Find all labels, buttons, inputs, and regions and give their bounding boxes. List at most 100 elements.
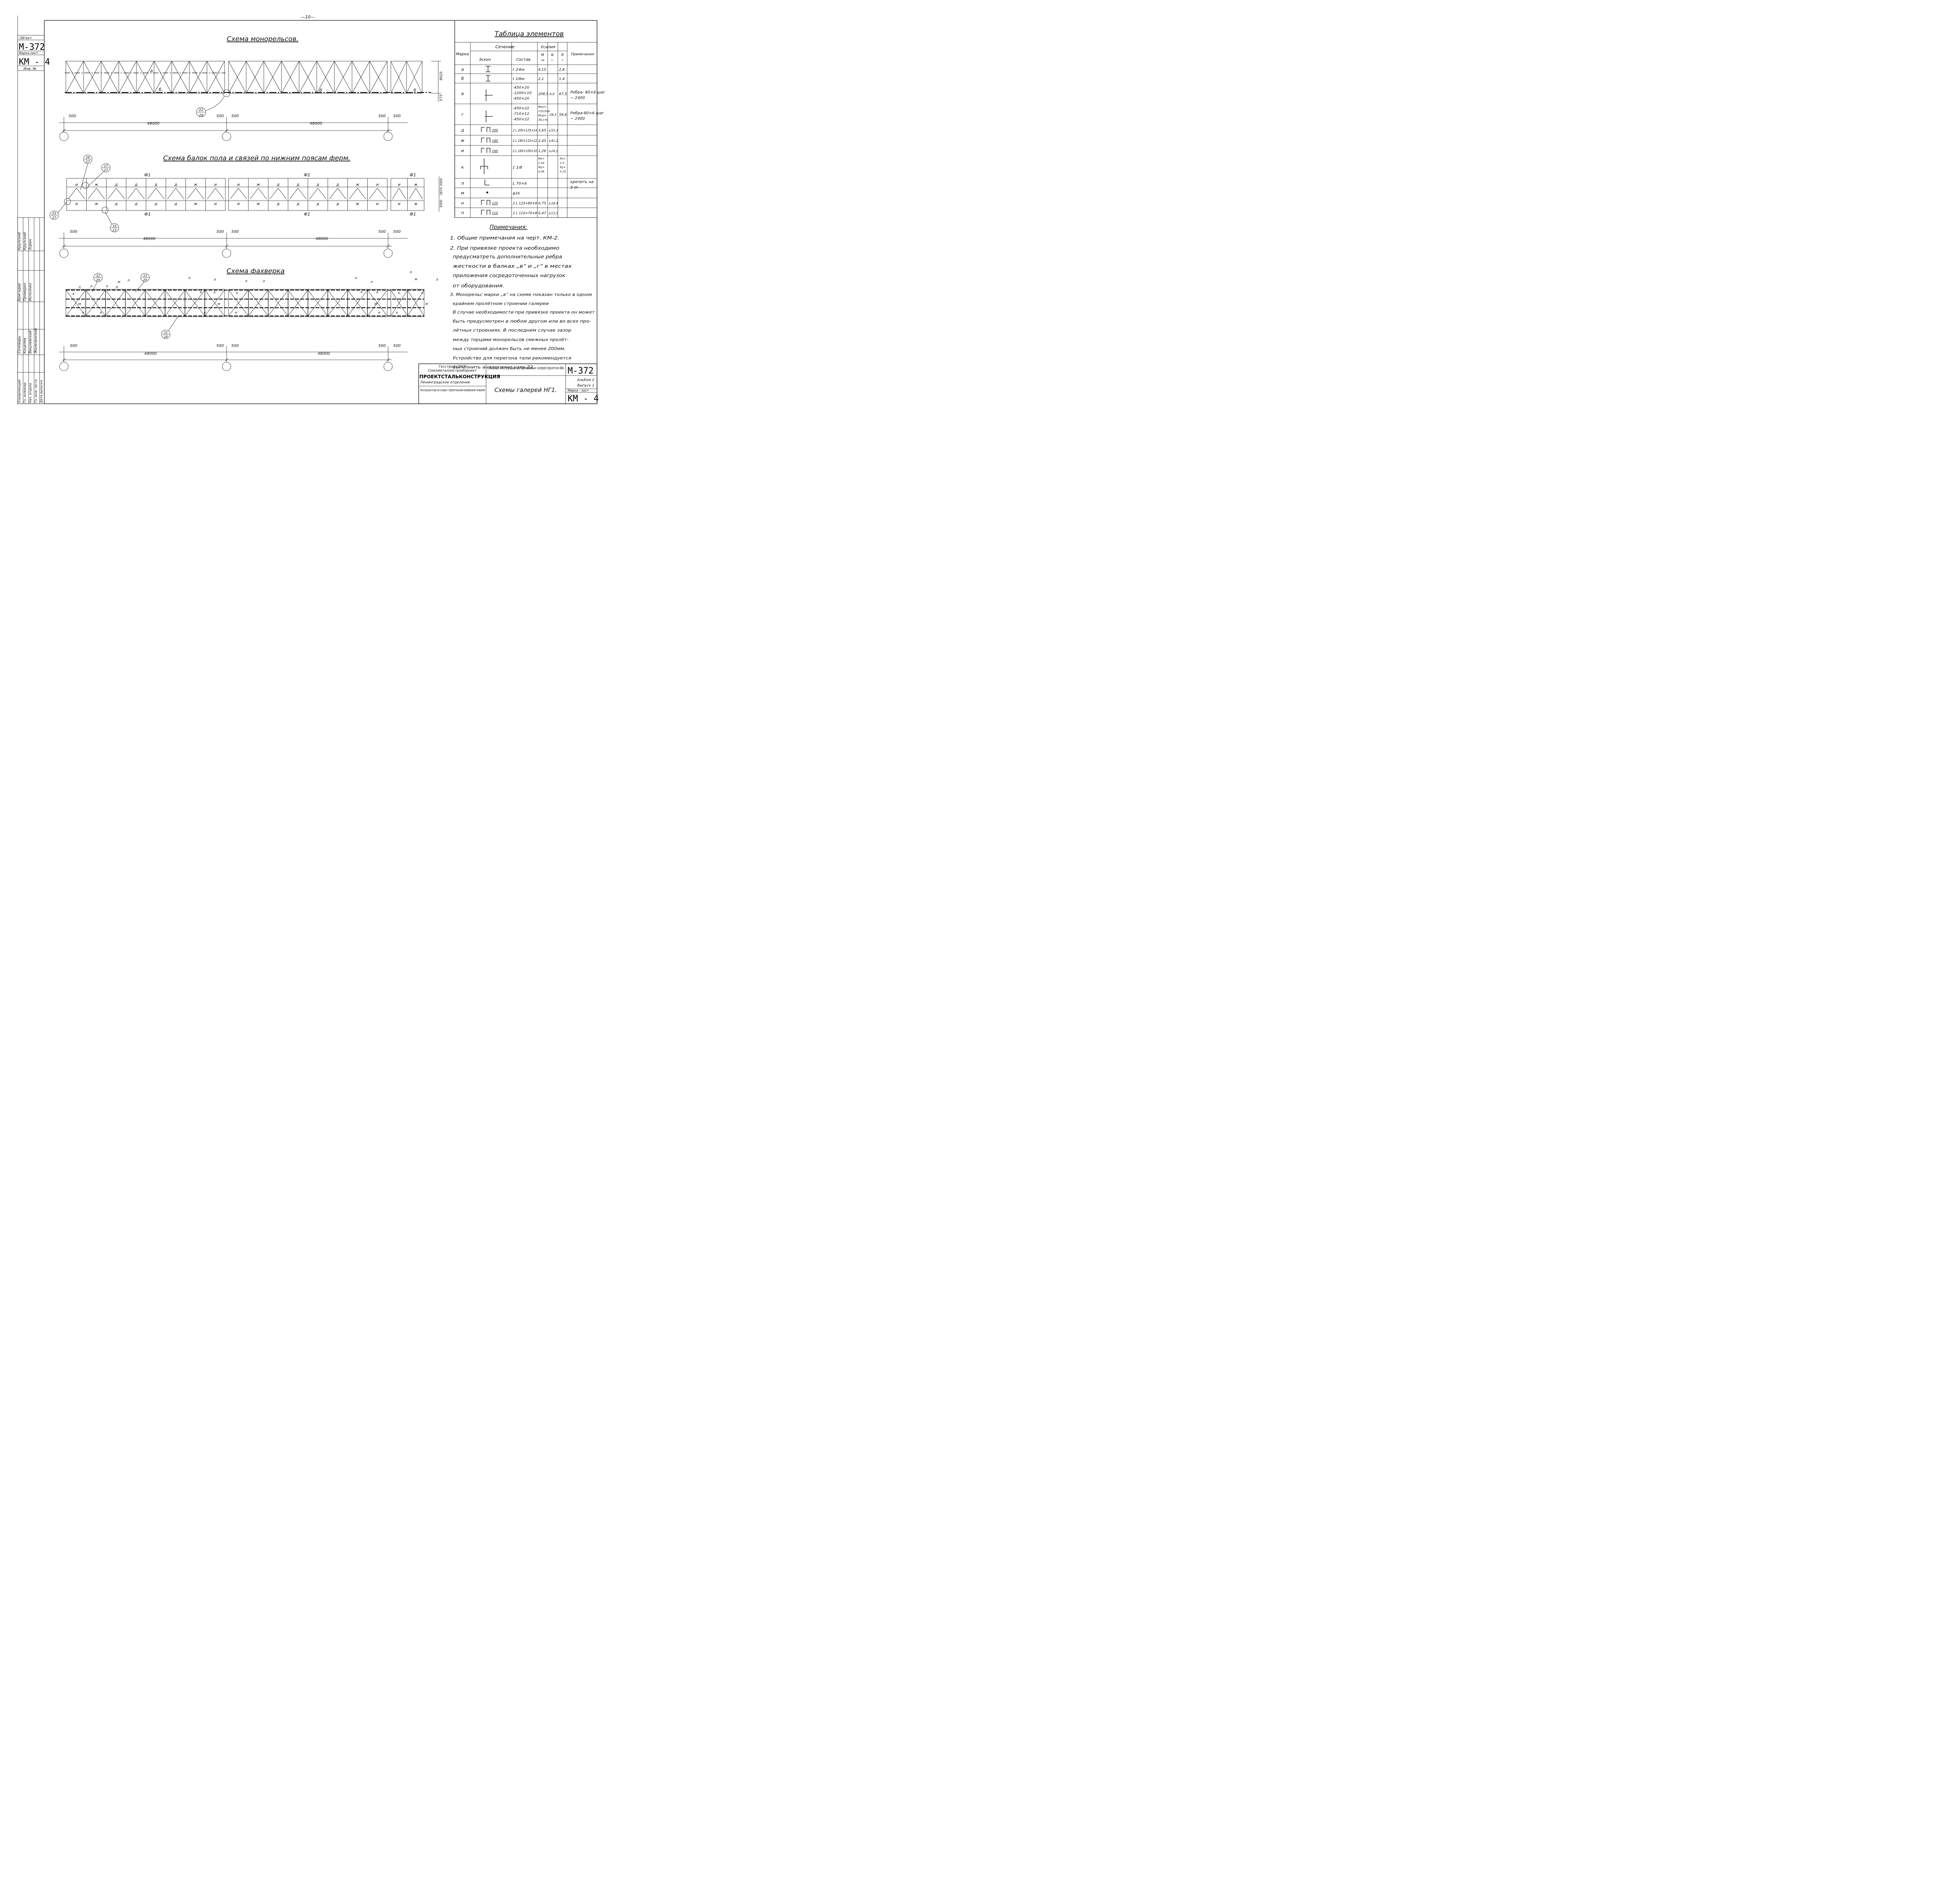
svg-text:500: 500 (70, 344, 77, 348)
svg-text:Вишневский: Вишневский (29, 330, 33, 354)
svg-text:Проверил: Проверил (23, 283, 27, 301)
label-m: м (218, 302, 220, 306)
svg-text:27: 27 (104, 169, 108, 172)
svg-text:Ф1: Ф1 (410, 172, 416, 178)
svg-text:23: 23 (113, 229, 116, 232)
svg-text:38,1тм: 38,1тм (538, 118, 548, 122)
svg-text:Коцелев: Коцелев (23, 338, 27, 354)
label-k: к (82, 311, 85, 315)
note-line: В случае необходимости при привязке прое… (453, 310, 595, 315)
row-composition: 2 L 125×80×8 (513, 202, 537, 206)
notes-text: 1. Общие примечания на черт. КМ-2.2. При… (450, 235, 595, 370)
svg-text:Эскиз: Эскиз (479, 58, 491, 62)
label-m: м (415, 278, 417, 281)
label-k: к (378, 311, 381, 315)
bottom-member-label: и (398, 202, 401, 206)
axis-bubble (222, 249, 231, 258)
label-l: л (370, 280, 373, 284)
svg-text:29: 29 (96, 278, 100, 282)
bottom-member-label: ж (194, 202, 198, 206)
svg-text:500: 500 (216, 230, 224, 234)
svg-text:110: 110 (492, 211, 498, 215)
svg-text:28: 28 (164, 335, 168, 339)
label-k: к (361, 290, 363, 294)
svg-text:M: M (541, 53, 544, 57)
svg-text:Союзметаллостройпроект: Союзметаллостройпроект (428, 369, 477, 373)
svg-text:29: 29 (143, 278, 147, 282)
row-mark: п (461, 210, 464, 216)
row-composition: I 24м (513, 68, 524, 72)
svg-text:Мпр=: Мпр= (538, 114, 546, 117)
axis-bubble (59, 132, 69, 141)
svg-text:Крупский: Крупский (23, 232, 27, 250)
svg-text:Ребра-80×6 шаг: Ребра-80×6 шаг (570, 111, 604, 116)
svg-text:±24,1: ±24,1 (548, 149, 558, 153)
svg-text:2,1: 2,1 (538, 77, 544, 81)
elements-table: Таблица элементов Марка Сечение Эскиз Со… (454, 20, 606, 218)
top-member-label: д (174, 183, 177, 187)
svg-text:крепить на: крепить на (570, 180, 593, 184)
top-member-label: ж (94, 183, 98, 187)
svg-text:160: 160 (492, 149, 498, 153)
svg-text:Му=: Му= (538, 166, 544, 169)
inv-label: Инв. № (24, 67, 36, 71)
svg-text:48000: 48000 (144, 352, 157, 356)
label-l: л (188, 276, 191, 280)
label-l: л (262, 279, 265, 283)
svg-text:Исполнил: Исполнил (29, 283, 33, 301)
svg-text:2,45: 2,45 (538, 139, 546, 143)
svg-text:26: 26 (86, 156, 90, 159)
svg-text:208,5: 208,5 (538, 93, 548, 96)
note-line: Устройство для перегона тали рекомендует… (453, 356, 572, 361)
scheme2-title: Схема балок пола и связей по нижним пояс… (163, 154, 350, 162)
svg-text:Марка - лист: Марка - лист (568, 389, 589, 392)
svg-text:3,65: 3,65 (538, 129, 546, 133)
label-l: л (115, 285, 118, 289)
bottom-member-label: ж (256, 202, 260, 206)
notes-title: Примечания: (490, 224, 527, 230)
svg-text:59,6: 59,6 (559, 113, 567, 117)
svg-text:Стальные конструкции неотаплив: Стальные конструкции неотапливаемых гале… (488, 366, 564, 370)
svg-text:±18,4: ±18,4 (548, 202, 558, 205)
note-line: ных строений должен быть не менее 200мм. (453, 346, 566, 351)
bottom-member-label: д (174, 202, 177, 206)
label-l: л (354, 276, 357, 280)
label-k: к (235, 311, 238, 315)
svg-text:1.0: 1.0 (560, 161, 564, 165)
label-b3: б (414, 88, 416, 93)
bottom-member-label: и (214, 202, 217, 206)
svg-text:Бригадир: Бригадир (18, 283, 22, 301)
drawing-sheet: —10— Об'ект М-372 Марка-лист КМ - 4 Инв.… (17, 15, 606, 405)
note-line: жесткости в балках „в” и „г” в местах (452, 263, 572, 269)
bottom-member-label: и (376, 202, 379, 206)
svg-text:Гл. инженер: Гл. инженер (23, 383, 27, 403)
row-composition: -710×12 (513, 112, 529, 116)
top-member-label: и (237, 183, 240, 187)
top-member-label: и (75, 183, 78, 187)
label-k: к (398, 291, 400, 295)
axis-bubble (59, 249, 69, 258)
label-b2: б (319, 88, 322, 93)
svg-text:16: 16 (113, 224, 116, 228)
svg-text:500: 500 (216, 114, 224, 118)
note-line: 1. Общие примечания на черт. КМ-2. (450, 235, 559, 241)
label-k: к (214, 290, 216, 294)
row-composition: 2 L 160×100×10 (513, 149, 537, 153)
svg-text:500: 500 (231, 230, 239, 234)
axis-bubble (222, 132, 231, 141)
svg-text:Марка: Марка (456, 52, 469, 56)
label-m: м (425, 302, 428, 306)
svg-text:Моп=: Моп= (538, 105, 546, 109)
svg-text:33: 33 (143, 274, 147, 278)
axis-bubble (59, 362, 69, 371)
svg-text:Крупский: Крупский (18, 232, 22, 250)
top-member-label: д (276, 183, 279, 187)
row-mark: б (461, 76, 464, 81)
svg-text:Альбом 2: Альбом 2 (577, 378, 594, 382)
